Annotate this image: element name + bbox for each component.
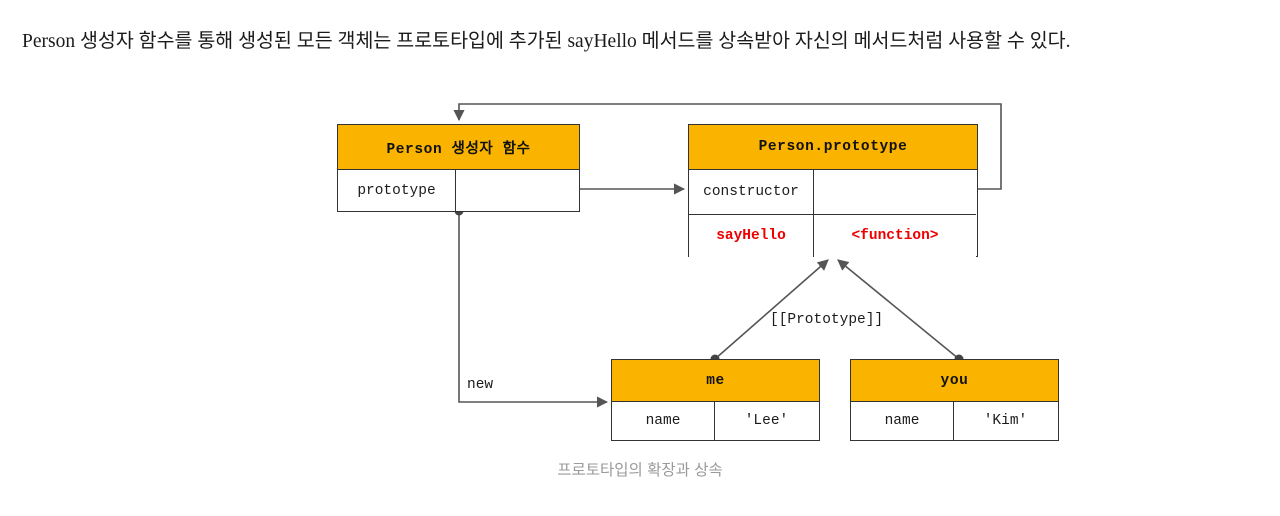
box-instance-me: me name 'Lee' — [611, 359, 820, 441]
box-person-prototype: Person.prototype constructor sayHello <f… — [688, 124, 978, 257]
box-instance-you-title: you — [851, 360, 1058, 402]
table-row: prototype — [338, 170, 579, 211]
box-person-prototype-title: Person.prototype — [689, 125, 977, 170]
table-row: constructor — [689, 170, 977, 214]
cell-sayhello-value: <function> — [814, 214, 976, 257]
box-instance-you: you name 'Kim' — [850, 359, 1059, 441]
table-row: name 'Kim' — [851, 402, 1058, 440]
figure-caption: 프로토타입의 확장과 상속 — [557, 462, 723, 479]
edge-label-prototype-link: [[Prototype]] — [770, 312, 884, 328]
cell-you-name-key: name — [851, 402, 954, 440]
box-instance-me-title: me — [612, 360, 819, 402]
table-row: sayHello <function> — [689, 214, 977, 257]
table-row: name 'Lee' — [612, 402, 819, 440]
page-intro-text: Person 생성자 함수를 통해 생성된 모든 객체는 프로토타입에 추가된 … — [22, 31, 1071, 52]
cell-me-name-value: 'Lee' — [715, 402, 818, 440]
cell-prototype-value — [456, 170, 578, 211]
cell-me-name-key: name — [612, 402, 715, 440]
cell-prototype-key: prototype — [338, 170, 456, 211]
cell-sayhello-key: sayHello — [689, 214, 814, 257]
box-person-constructor-function: Person 생성자 함수 prototype — [337, 124, 580, 212]
box-person-constructor-title: Person 생성자 함수 — [338, 125, 579, 170]
edge-label-new-operator: new — [467, 377, 494, 393]
cell-you-name-value: 'Kim' — [954, 402, 1057, 440]
edge-new-to-me — [454, 206, 609, 408]
cell-constructor-value — [814, 170, 976, 214]
cell-constructor-key: constructor — [689, 170, 814, 214]
